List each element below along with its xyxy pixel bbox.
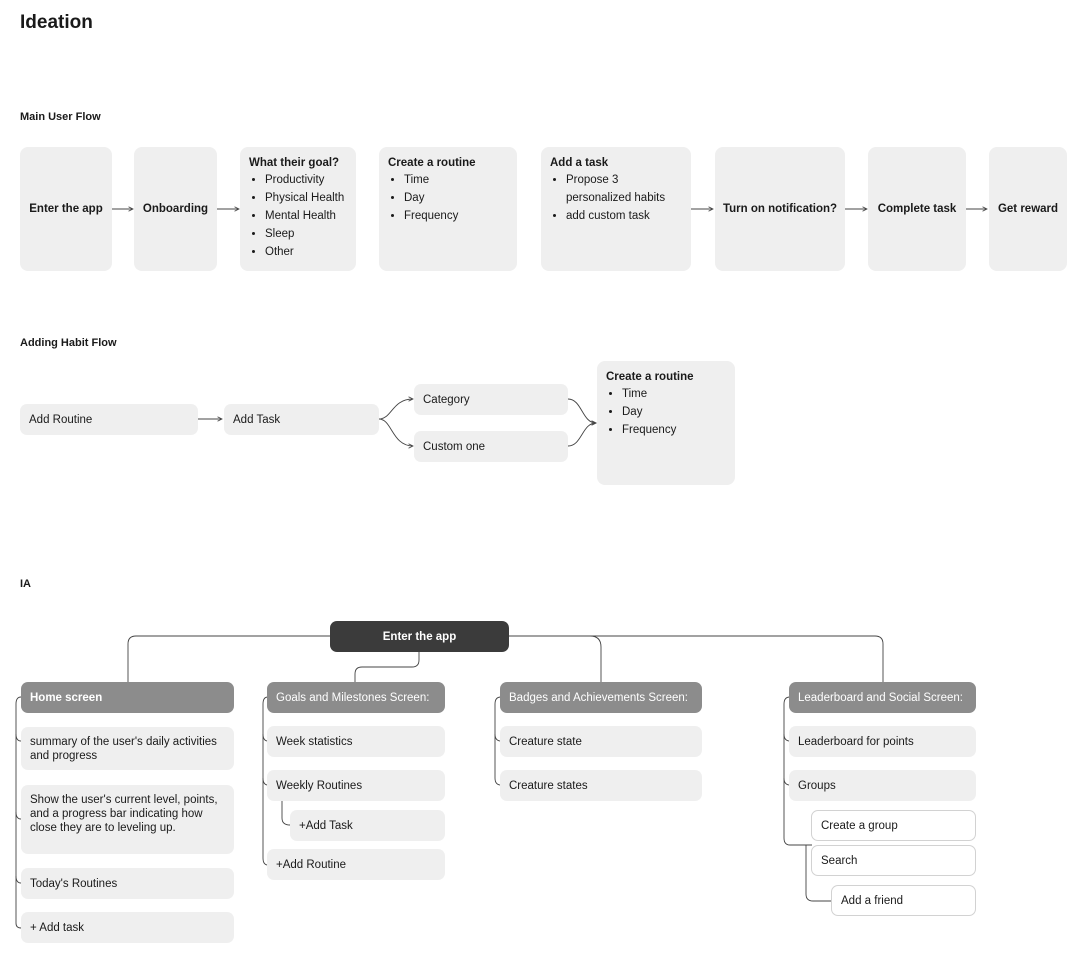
goal-item: Mental Health <box>265 207 356 225</box>
enter-app-label: Enter the app <box>29 203 103 215</box>
leaderboard-points-item[interactable]: Leaderboard for points <box>789 726 976 757</box>
habit-routine-item: Frequency <box>622 421 735 439</box>
create-group-label: Create a group <box>821 819 898 832</box>
routine-item: Time <box>404 171 517 189</box>
task-item: add custom task <box>566 207 681 225</box>
goals-add-task-label: +Add Task <box>299 819 353 832</box>
leaderboard-points-label: Leaderboard for points <box>798 735 914 748</box>
goals-add-routine-item[interactable]: +Add Routine <box>267 849 445 880</box>
goals-header-label: Goals and Milestones Screen: <box>276 691 430 704</box>
habit-routine-item: Time <box>622 385 735 403</box>
custom-label: Custom one <box>423 440 486 453</box>
home-routines-label: Today's Routines <box>30 877 118 890</box>
home-level-item[interactable]: Show the user's current level, points, a… <box>21 785 234 854</box>
category-node[interactable]: Category <box>414 384 568 415</box>
goal-list: Productivity Physical Health Mental Heal… <box>240 171 356 261</box>
main-flow-title: Main User Flow <box>20 111 101 123</box>
habit-routine-node[interactable]: Create a routine Time Day Frequency <box>597 361 735 485</box>
add-task-node[interactable]: Add Task <box>224 404 379 435</box>
week-statistics-label: Week statistics <box>276 735 353 748</box>
task-item: Propose 3 personalized habits <box>566 171 681 207</box>
home-header-label: Home screen <box>30 691 103 704</box>
weekly-routines-item[interactable]: Weekly Routines <box>267 770 445 801</box>
badges-header-label: Badges and Achievements Screen: <box>509 691 689 704</box>
habit-routine-item: Day <box>622 403 735 421</box>
creature-state-item[interactable]: Creature state <box>500 726 702 757</box>
week-statistics-item[interactable]: Week statistics <box>267 726 445 757</box>
goal-item: Productivity <box>265 171 356 189</box>
home-level-label: Show the user's current level, points, a… <box>30 794 218 834</box>
home-summary-item[interactable]: summary of the user's daily activities a… <box>21 727 234 770</box>
groups-item[interactable]: Groups <box>789 770 976 801</box>
goals-add-routine-label: +Add Routine <box>276 858 347 871</box>
notification-label: Turn on notification? <box>722 203 838 215</box>
add-routine-node[interactable]: Add Routine <box>20 404 198 435</box>
search-item[interactable]: Search <box>811 845 976 876</box>
goal-item: Physical Health <box>265 189 356 207</box>
groups-label: Groups <box>798 779 836 792</box>
goal-heading: What their goal? <box>249 157 340 169</box>
goal-node[interactable]: What their goal? Productivity Physical H… <box>240 147 356 271</box>
routine-node[interactable]: Create a routine Time Day Frequency <box>379 147 517 271</box>
task-heading: Add a task <box>550 157 609 169</box>
task-node[interactable]: Add a task Propose 3 personalized habits… <box>541 147 691 271</box>
goals-screen-header[interactable]: Goals and Milestones Screen: <box>267 682 445 713</box>
goal-item: Sleep <box>265 225 356 243</box>
page-title: Ideation <box>20 12 93 33</box>
add-task-label: Add Task <box>233 413 281 426</box>
home-routines-item[interactable]: Today's Routines <box>21 868 234 899</box>
routine-item: Day <box>404 189 517 207</box>
enter-app-node[interactable]: Enter the app <box>20 147 112 271</box>
routine-heading: Create a routine <box>388 157 476 169</box>
home-add-task-label: + Add task <box>30 921 85 934</box>
habit-routine-list: Time Day Frequency <box>597 385 735 439</box>
creature-states-item[interactable]: Creature states <box>500 770 702 801</box>
reward-label: Get reward <box>997 203 1059 215</box>
ia-title: IA <box>20 578 31 590</box>
task-list: Propose 3 personalized habits add custom… <box>541 171 691 225</box>
add-friend-item[interactable]: Add a friend <box>831 885 976 916</box>
habit-flow-title: Adding Habit Flow <box>20 337 117 349</box>
weekly-routines-label: Weekly Routines <box>276 779 363 792</box>
leaderboard-screen-header[interactable]: Leaderboard and Social Screen: <box>789 682 976 713</box>
add-friend-label: Add a friend <box>841 894 904 907</box>
category-label: Category <box>423 393 470 406</box>
home-add-task-item[interactable]: + Add task <box>21 912 234 943</box>
creature-states-label: Creature states <box>509 779 588 792</box>
onboarding-node[interactable]: Onboarding <box>134 147 217 271</box>
custom-node[interactable]: Custom one <box>414 431 568 462</box>
habit-routine-heading: Create a routine <box>606 371 694 383</box>
ia-root-label: Enter the app <box>382 630 457 643</box>
search-label: Search <box>821 854 858 867</box>
ia-root-node[interactable]: Enter the app <box>330 621 509 652</box>
complete-node[interactable]: Complete task <box>868 147 966 271</box>
complete-label: Complete task <box>877 203 957 215</box>
creature-state-label: Creature state <box>509 735 582 748</box>
leaderboard-header-label: Leaderboard and Social Screen: <box>798 691 963 704</box>
goals-add-task-item[interactable]: +Add Task <box>290 810 445 841</box>
create-group-item[interactable]: Create a group <box>811 810 976 841</box>
reward-node[interactable]: Get reward <box>989 147 1067 271</box>
onboarding-label: Onboarding <box>142 203 209 215</box>
goal-item: Other <box>265 243 356 261</box>
badges-screen-header[interactable]: Badges and Achievements Screen: <box>500 682 702 713</box>
notification-node[interactable]: Turn on notification? <box>715 147 845 271</box>
home-screen-header[interactable]: Home screen <box>21 682 234 713</box>
routine-list: Time Day Frequency <box>379 171 517 225</box>
routine-item: Frequency <box>404 207 517 225</box>
add-routine-label: Add Routine <box>29 413 93 426</box>
home-summary-label: summary of the user's daily activities a… <box>30 736 217 762</box>
